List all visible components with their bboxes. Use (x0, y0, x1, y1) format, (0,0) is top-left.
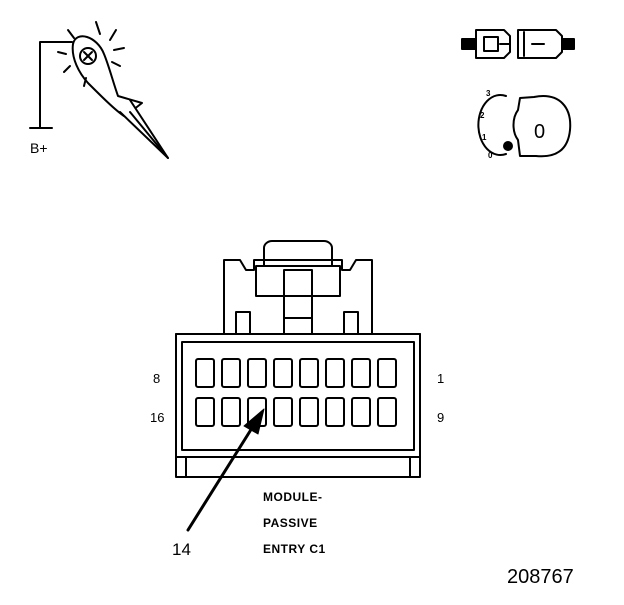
pointer-pin-label: 14 (172, 540, 191, 559)
test-light-icon (29, 21, 169, 159)
cavity-pin-10 (351, 397, 371, 427)
cavity-pin-4 (299, 358, 319, 388)
cavity-pin-8 (195, 358, 215, 388)
ignition-position-1: 1 (482, 133, 487, 142)
light-rays (57, 21, 125, 87)
cavity-row-bottom (195, 397, 397, 427)
pin-label-8: 8 (153, 371, 161, 386)
pin-label-9: 9 (437, 410, 445, 425)
cavity-pin-16 (195, 397, 215, 427)
cavity-pin-12 (299, 397, 319, 427)
ignition-position-0: 0 (488, 151, 493, 160)
connector-disconnect-icon (461, 29, 575, 59)
ignition-key-position: 0 (534, 121, 545, 143)
connector-caption-line-3: ENTRY C1 (263, 542, 326, 556)
pin-pointer-arrow (186, 408, 265, 532)
battery-label: B+ (30, 140, 48, 156)
cavity-pin-11 (325, 397, 345, 427)
cavity-pin-1 (377, 358, 397, 388)
ignition-position-2: 2 (480, 111, 485, 120)
cavity-pin-7 (221, 358, 241, 388)
cavity-pin-6 (247, 358, 267, 388)
cavity-row-top (195, 358, 397, 388)
cavity-pin-3 (325, 358, 345, 388)
ground-wire (29, 41, 73, 129)
ignition-position-3: 3 (486, 89, 491, 98)
cavity-pin-13 (273, 397, 293, 427)
cavity-pin-9 (377, 397, 397, 427)
pin-label-16: 16 (150, 410, 165, 425)
connector-caption-line-1: MODULE- (263, 490, 323, 504)
cavity-pin-15 (221, 397, 241, 427)
cavity-pin-5 (273, 358, 293, 388)
connector-body (175, 240, 421, 478)
pin-label-1: 1 (437, 371, 445, 386)
probe-body (71, 35, 169, 159)
cavity-pin-2 (351, 358, 371, 388)
connector-caption-line-2: PASSIVE (263, 516, 318, 530)
ignition-switch-icon (477, 94, 572, 158)
figure-id: 208767 (507, 566, 574, 588)
